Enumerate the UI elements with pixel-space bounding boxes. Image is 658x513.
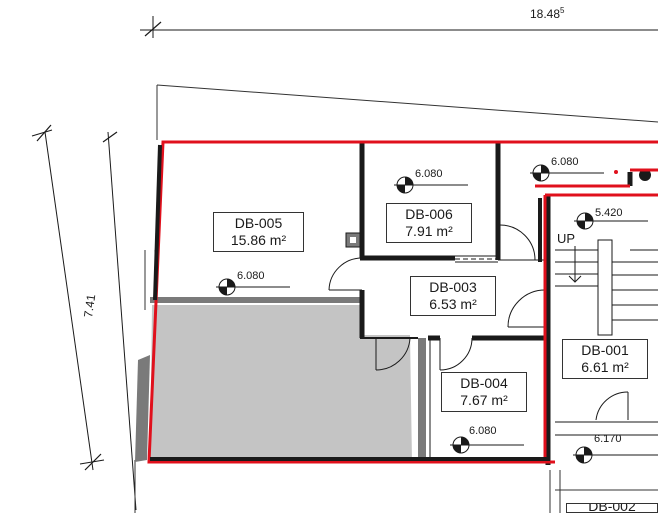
svg-text:6.080: 6.080: [469, 425, 497, 437]
dimension-top: 18.485: [140, 6, 658, 38]
height-label: 7.41: [81, 293, 98, 318]
svg-text:6.080: 6.080: [415, 168, 443, 180]
wall-strip-middle: [418, 338, 426, 460]
dimension-left: 7.41: [31, 124, 137, 511]
level-marker-2: 6.080: [394, 168, 468, 194]
room-label-db-005: DB-005 15.86 m²: [213, 212, 304, 252]
room-label-db-003: DB-003 6.53 m²: [410, 276, 496, 316]
level-marker-4: 5.420: [574, 207, 648, 230]
overall-width-label: 18.485: [530, 6, 565, 21]
shaded-area: [150, 305, 412, 462]
drain-point: [639, 169, 651, 181]
column-core: [350, 237, 356, 243]
level-marker-5: 6.080: [450, 425, 524, 454]
room-label-db-006: DB-006 7.91 m²: [386, 203, 472, 243]
level-marker-1: 6.080: [216, 270, 290, 296]
room-label-db-004: DB-004 7.67 m²: [441, 372, 527, 412]
stair-up-label: UP: [556, 231, 577, 246]
highlight-inner-walls: [150, 144, 550, 461]
wall-strip-left: [135, 355, 150, 462]
doors: [328, 224, 629, 421]
stair: [555, 238, 658, 336]
red-dot: [614, 170, 618, 174]
room-label-db-002: DB-002: [566, 503, 658, 513]
level-marker-6: 6.170: [573, 433, 658, 464]
room-label-db-001: DB-001 6.61 m²: [562, 339, 648, 379]
svg-text:6.080: 6.080: [237, 270, 265, 282]
svg-text:6.080: 6.080: [551, 156, 579, 168]
interior-thin-walls: [429, 255, 658, 460]
level-marker-3: 6.080: [530, 156, 604, 182]
interior-walls: [359, 142, 633, 465]
svg-text:6.170: 6.170: [594, 433, 622, 445]
svg-text:5.420: 5.420: [595, 207, 623, 219]
highlight-boundaries: [147, 140, 658, 464]
